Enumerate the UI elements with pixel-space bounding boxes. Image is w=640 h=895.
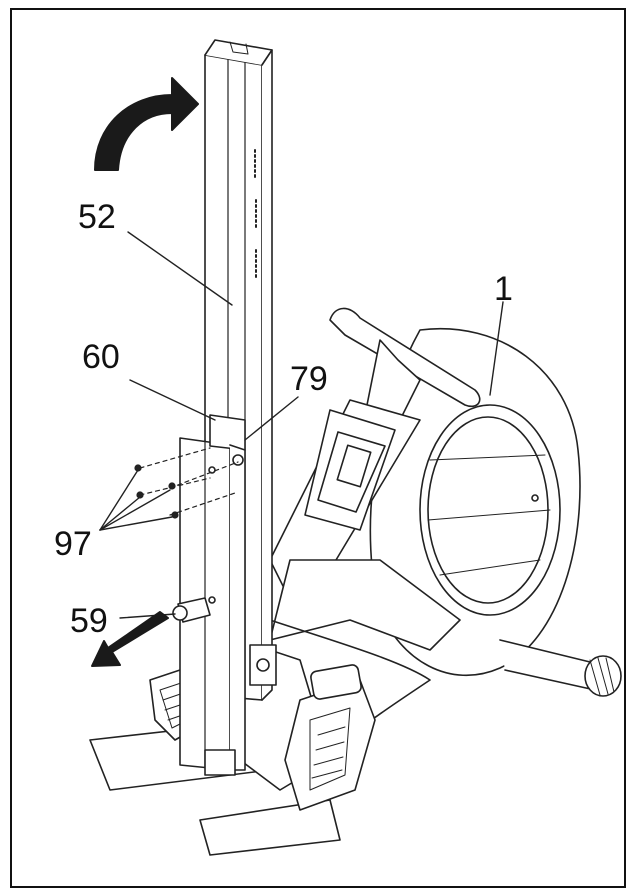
callout-60: 60 [82, 338, 120, 376]
callout-79: 79 [290, 360, 328, 398]
callout-1: 1 [494, 270, 513, 308]
leader-lines [99, 231, 504, 619]
front-support-post [179, 414, 246, 776]
pop-pin-knob [172, 597, 211, 623]
bolts [134, 447, 239, 519]
rower-body [239, 307, 622, 791]
foot-pedal-right [284, 664, 376, 811]
pull-arrow-icon [91, 611, 169, 667]
callout-52: 52 [78, 198, 116, 236]
callout-59: 59 [70, 602, 108, 640]
callout-97: 97 [54, 525, 92, 563]
rotate-arrow-icon [94, 77, 199, 171]
